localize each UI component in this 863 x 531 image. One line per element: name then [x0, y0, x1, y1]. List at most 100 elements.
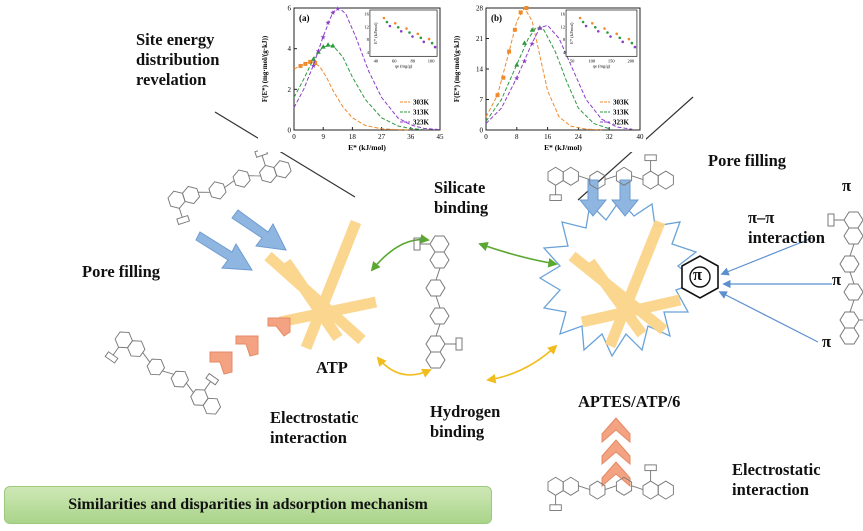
series-line: [485, 27, 610, 130]
hydrogen-binding-arrow-right: [486, 344, 558, 384]
data-point: [507, 49, 512, 54]
inset-x-tick-label: 40: [374, 58, 379, 63]
hydrogen-binding-arrow-left: [376, 356, 432, 378]
pi-symbol-middle: π: [832, 270, 842, 289]
data-point: [320, 44, 326, 49]
inset-point: [633, 45, 637, 49]
inset-x-label: qe (mg/g): [395, 63, 413, 68]
inset-point: [399, 29, 403, 33]
inset-point: [382, 16, 386, 20]
inset-y-tick-label: 12: [364, 24, 369, 29]
panel-label: (a): [299, 13, 310, 23]
y-tick-label: 0: [480, 127, 484, 135]
inset-point: [411, 35, 414, 38]
inset-point: [430, 41, 434, 45]
inset-y-label: E* (kJ/mol): [569, 22, 574, 44]
inset-point: [396, 25, 400, 29]
electrostatic-left-label: Electrostatic interaction: [270, 408, 359, 448]
x-tick-label: 8: [515, 133, 519, 141]
inset-point: [427, 37, 431, 41]
pi-symbol-hexagon: π: [693, 265, 703, 284]
x-tick-label: 9: [321, 133, 325, 141]
data-point: ★: [310, 62, 316, 70]
silicate-binding-arrow-right: [478, 242, 558, 268]
inset-y-tick-label: 16: [561, 12, 566, 17]
inset-point: [627, 37, 631, 41]
data-point: [313, 60, 318, 65]
inset-x-label: qe (mg/g): [593, 63, 611, 68]
x-tick-label: 24: [575, 133, 583, 141]
y-axis-label: F(E*) (mg·mol/(g·kJ)): [261, 35, 269, 102]
inset-y-tick-label: 12: [561, 24, 566, 29]
inset-x-tick-label: 200: [628, 58, 636, 63]
data-point: ★: [537, 25, 543, 33]
pi-interaction-lines: [718, 237, 832, 343]
inset-y-tick-label: 4: [367, 50, 370, 55]
data-point: [495, 93, 500, 98]
data-point: [501, 75, 506, 80]
dye-molecule-top-left: [162, 142, 297, 226]
y-tick-label: 0: [288, 127, 292, 135]
inset-x-tick-label: 150: [608, 58, 616, 63]
y-tick-label: 14: [476, 66, 484, 74]
inset-point: [408, 31, 411, 34]
inset-frame: [369, 9, 438, 57]
inset-x-tick-label: 100: [428, 58, 436, 63]
inset-x-tick-label: 60: [392, 58, 397, 63]
y-tick-label: 7: [480, 96, 484, 104]
aptes-spiky-shell: [538, 198, 700, 358]
y-tick-label: 6: [288, 5, 292, 13]
series-line: [485, 24, 633, 130]
legend-label: 303K: [413, 99, 430, 107]
inset-point: [618, 36, 622, 40]
legend-label: 313K: [413, 109, 430, 117]
connector-line-left: [214, 111, 356, 198]
inset-point: [578, 16, 582, 20]
y-axis-label: F(E*) (mg·mol/(g·kJ)): [453, 35, 461, 102]
legend-label: 313K: [613, 109, 630, 117]
summary-banner: Similarities and disparities in adsorpti…: [4, 486, 492, 524]
y-tick-label: 28: [476, 5, 484, 13]
pore-filling-left-label: Pore filling: [82, 262, 161, 281]
data-point: [303, 61, 308, 66]
panel-label: (b): [491, 13, 502, 23]
inset-point: [630, 41, 634, 45]
series-line: [485, 7, 602, 131]
y-tick-label: 21: [476, 35, 484, 43]
inset-point: [581, 20, 585, 24]
y-tick-label: 4: [288, 45, 292, 53]
inset-point: [419, 36, 423, 40]
electrostatic-arrows-left: [209, 317, 291, 375]
series-line: [293, 45, 424, 131]
data-point: [325, 42, 331, 47]
data-point: [522, 40, 527, 45]
atp-clay-cluster: [264, 219, 378, 351]
data-point: ★: [320, 33, 326, 41]
inset-point: [393, 21, 397, 25]
data-point: ★: [315, 48, 321, 56]
aptes-label: APTES/ATP/6: [578, 392, 681, 411]
x-tick-label: 40: [637, 133, 645, 141]
inset-point: [593, 25, 597, 29]
site-energy-label: Site energy distribution revelation: [136, 30, 220, 90]
inset-x-tick-label: 100: [588, 58, 596, 63]
x-tick-label: 27: [378, 133, 386, 141]
inset-point: [596, 29, 600, 33]
inset-point: [584, 24, 588, 28]
inset-point: [433, 45, 437, 49]
data-point: ★: [529, 40, 535, 48]
series-line: [293, 7, 441, 131]
inset-y-tick-label: 8: [563, 37, 566, 42]
inset-y-tick-label: 8: [367, 37, 370, 42]
x-tick-label: 0: [484, 133, 488, 141]
inset-x-tick-label: 50: [570, 58, 575, 63]
data-point: ★: [335, 5, 341, 13]
inset-point: [609, 35, 612, 38]
inset-point: [603, 27, 606, 30]
pore-filling-arrows-right: [578, 179, 640, 217]
aptes-clay-cluster: [568, 219, 682, 349]
x-tick-label: 16: [544, 133, 552, 141]
